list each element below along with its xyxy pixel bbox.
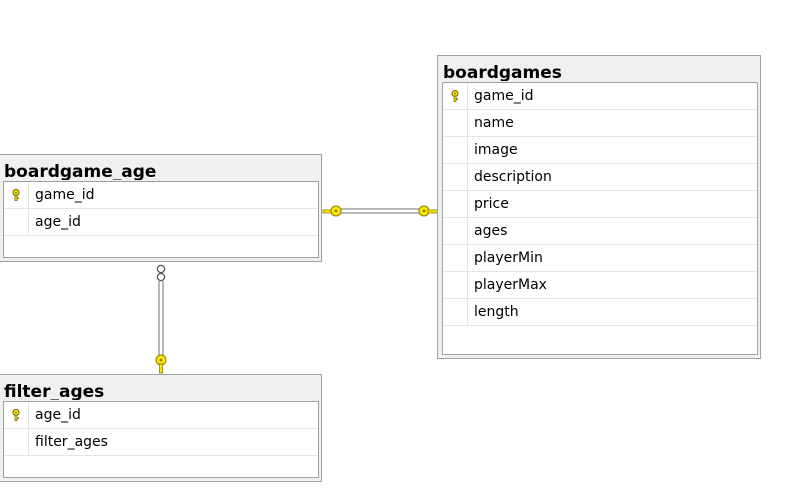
row-selector	[4, 182, 29, 208]
column-row[interactable]: playerMin	[443, 245, 757, 272]
infinity-endpoint-icon	[156, 264, 166, 282]
relationship-boardgame-age-filter-ages[interactable]	[155, 264, 167, 374]
row-selector	[4, 429, 29, 455]
column-name: description	[474, 169, 552, 185]
primary-key-icon	[450, 90, 460, 102]
relationship-boardgame-age-boardgames[interactable]	[322, 205, 439, 217]
row-selector	[443, 299, 468, 325]
column-row[interactable]: price	[443, 191, 757, 218]
column-row[interactable]: length	[443, 299, 757, 326]
column-name: game_id	[474, 88, 534, 104]
row-selector	[443, 218, 468, 244]
column-name: game_id	[35, 187, 95, 203]
table-title: boardgames	[443, 63, 562, 81]
key-endpoint-icon	[418, 205, 439, 217]
column-row[interactable]: game_id	[443, 83, 757, 110]
column-row[interactable]: ages	[443, 218, 757, 245]
column-name: name	[474, 115, 514, 131]
table-title: filter_ages	[4, 382, 105, 400]
row-selector	[4, 402, 29, 428]
column-row[interactable]: playerMax	[443, 272, 757, 299]
row-selector	[443, 83, 468, 109]
primary-key-icon	[11, 409, 21, 421]
row-selector	[443, 272, 468, 298]
key-endpoint-icon	[322, 205, 342, 217]
column-name: age_id	[35, 407, 81, 423]
column-name: filter_ages	[35, 434, 108, 450]
column-name: price	[474, 196, 509, 212]
column-name: playerMin	[474, 250, 543, 266]
row-selector	[4, 209, 29, 235]
row-selector	[443, 164, 468, 190]
column-row[interactable]: image	[443, 137, 757, 164]
column-row[interactable]: age_id	[4, 402, 318, 429]
column-row[interactable]: description	[443, 164, 757, 191]
row-selector	[443, 191, 468, 217]
primary-key-icon	[11, 189, 21, 201]
column-row[interactable]: age_id	[4, 209, 318, 236]
column-name: image	[474, 142, 518, 158]
column-row[interactable]: filter_ages	[4, 429, 318, 456]
key-endpoint-icon	[155, 354, 167, 374]
row-selector	[443, 137, 468, 163]
column-name: ages	[474, 223, 508, 239]
row-selector	[443, 110, 468, 136]
column-name: length	[474, 304, 519, 320]
column-name: age_id	[35, 214, 81, 230]
row-selector	[443, 245, 468, 271]
column-grid: age_id filter_ages	[3, 401, 319, 478]
column-row[interactable]: name	[443, 110, 757, 137]
table-filter-ages[interactable]: filter_ages age_id filter_ages	[0, 374, 322, 482]
table-boardgame-age[interactable]: boardgame_age game_id age_id	[0, 154, 322, 262]
column-row[interactable]: game_id	[4, 182, 318, 209]
column-name: playerMax	[474, 277, 547, 293]
table-title: boardgame_age	[4, 162, 157, 180]
column-grid: game_id age_id	[3, 181, 319, 258]
